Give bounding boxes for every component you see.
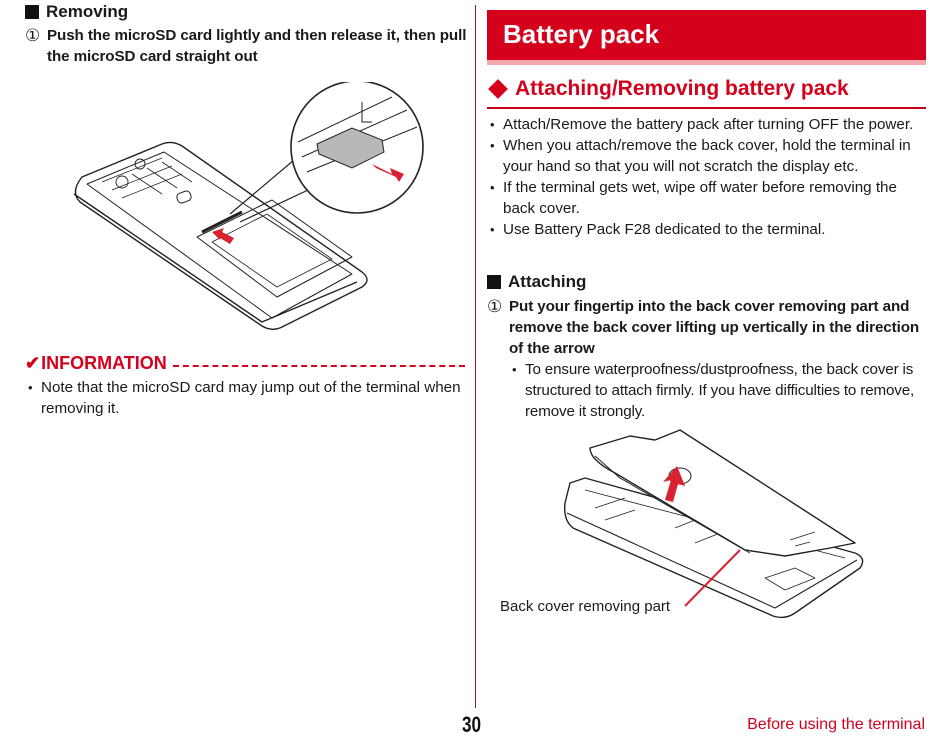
circled-number-icon: ① [25, 26, 41, 45]
list-item: When you attach/remove the back cover, h… [487, 135, 926, 177]
back-cover-removing-part-label: Back cover removing part [500, 598, 671, 615]
list-item: Use Battery Pack F28 dedicated to the te… [487, 219, 926, 240]
footer-section-label: Before using the terminal [747, 716, 925, 733]
section-title: Removing [46, 2, 129, 21]
pull-arrow-icon [372, 164, 404, 182]
microsd-card [316, 127, 385, 169]
list-item: Attach/Remove the battery pack after tur… [487, 114, 926, 135]
section-heading-removing: Removing [25, 1, 128, 23]
back-cover-removal-illustration [563, 429, 864, 619]
black-square-icon [487, 275, 501, 289]
list-item: Note that the microSD card may jump out … [25, 377, 465, 419]
notes-list: Attach/Remove the battery pack after tur… [487, 114, 926, 240]
information-box: ✔ INFORMATION Note that the microSD card… [25, 352, 465, 419]
banner-underline [487, 60, 926, 65]
information-title: INFORMATION [41, 352, 167, 373]
list-item: If the terminal gets wet, wipe off water… [487, 177, 926, 219]
column-divider [475, 5, 476, 708]
information-heading: ✔ INFORMATION [25, 352, 465, 374]
chapter-title: Battery pack [503, 19, 660, 49]
diamond-icon [488, 79, 508, 99]
section-title: Attaching [508, 272, 587, 291]
phone-body-outline [563, 477, 864, 619]
microsd-removal-illustration [73, 82, 424, 330]
step-text: Push the microSD card lightly and then r… [47, 27, 467, 65]
phone-body-edge [73, 193, 358, 323]
circled-number-icon: ① [487, 297, 503, 316]
step-notes-list: To ensure waterproofness/dustproofness, … [509, 359, 927, 422]
sub-heading: Attaching/Removing battery pack [487, 75, 926, 103]
page-number: 30 [462, 712, 482, 737]
section-heading-attaching: Attaching [487, 271, 586, 293]
list-item: To ensure waterproofness/dustproofness, … [509, 359, 927, 422]
callout-leader-line [684, 549, 741, 607]
push-arrow-icon [212, 228, 234, 244]
checkmark-icon: ✔ [25, 352, 41, 373]
sub-heading-rule [487, 107, 926, 109]
step-1: ① Push the microSD card lightly and then… [25, 25, 470, 67]
lift-arrow-icon [663, 466, 685, 502]
chapter-banner: Battery pack [487, 10, 926, 60]
information-list: Note that the microSD card may jump out … [25, 377, 465, 419]
black-square-icon [25, 5, 39, 19]
step-1: ① Put your fingertip into the back cover… [487, 296, 927, 359]
phone-body-outline [74, 141, 368, 330]
step-text: Put your fingertip into the back cover r… [509, 298, 920, 357]
sub-heading-title: Attaching/Removing battery pack [515, 77, 849, 100]
battery-compartment [196, 199, 353, 298]
dashed-rule [172, 365, 465, 367]
